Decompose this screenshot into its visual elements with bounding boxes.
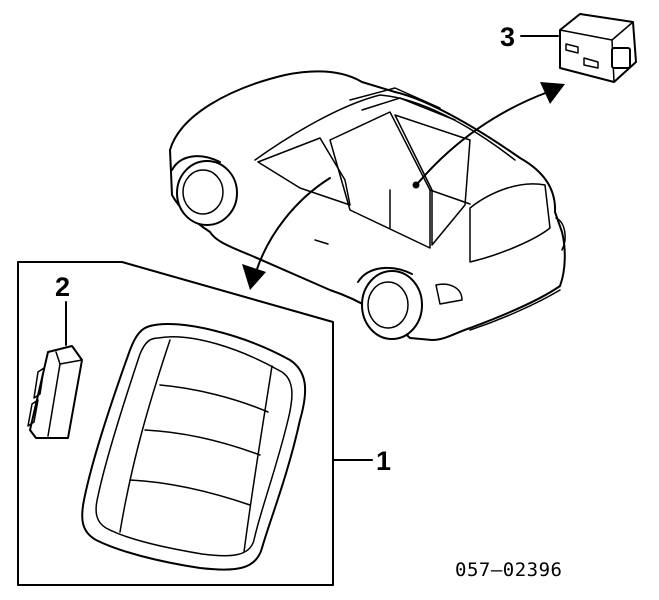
diagram-code: 057—02396 xyxy=(455,559,562,581)
arrow-to-seat xyxy=(242,177,331,290)
callout-label-2: 2 xyxy=(55,272,70,302)
seat-back-cushion xyxy=(81,323,307,571)
arrow-to-part-3 xyxy=(417,82,565,184)
arrowhead-icon xyxy=(242,264,266,290)
vehicle-illustration xyxy=(169,70,566,341)
seat-detail-frame xyxy=(17,261,334,586)
callout-label-3: 3 xyxy=(500,22,515,52)
part-2-sensor-module xyxy=(27,301,83,439)
callout-label-1: 1 xyxy=(376,446,391,476)
arrowhead-icon xyxy=(540,82,565,104)
part-3-control-unit xyxy=(520,13,637,83)
